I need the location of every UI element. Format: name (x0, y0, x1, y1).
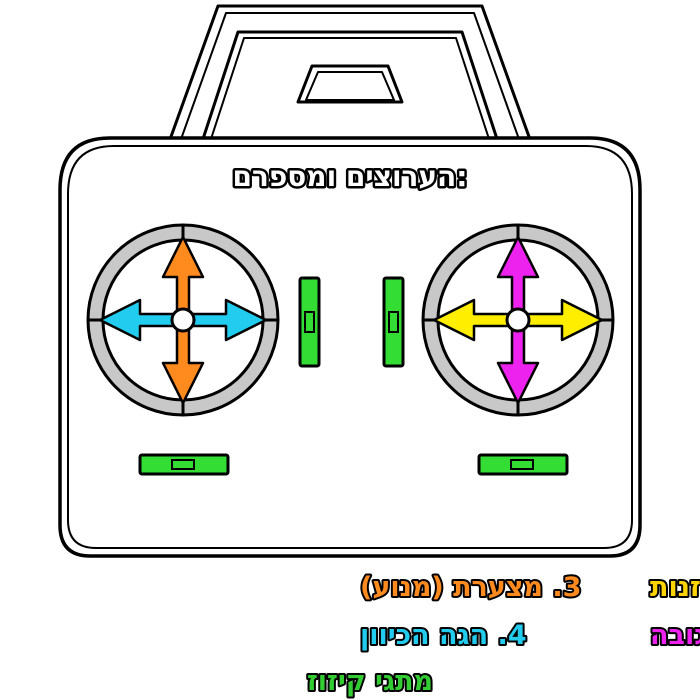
legend-trigger: 3. מצערת (מנוע) (360, 572, 581, 603)
diagram-title: הערוצים ומספרם: (233, 160, 468, 193)
handle-bump (296, 64, 404, 104)
right-horizontal-trim-switch (477, 453, 569, 476)
legend-throttle: 1. המאזנות (650, 572, 700, 603)
right-joystick (421, 223, 615, 417)
legend-elevation: 2. הגה הגובה (650, 620, 700, 651)
right-vertical-trim-switch (382, 276, 405, 368)
right-joystick-center (505, 307, 531, 333)
left-vertical-trim-switch (298, 276, 321, 368)
trim-switches-label: מתגי קיזוז (307, 666, 433, 697)
left-joystick-center (170, 307, 196, 333)
left-horizontal-trim-switch (138, 453, 230, 476)
left-joystick (86, 223, 280, 417)
handle-bump-inner (305, 71, 395, 101)
legend-rudder: 4. הגה הכיוון (360, 620, 527, 651)
